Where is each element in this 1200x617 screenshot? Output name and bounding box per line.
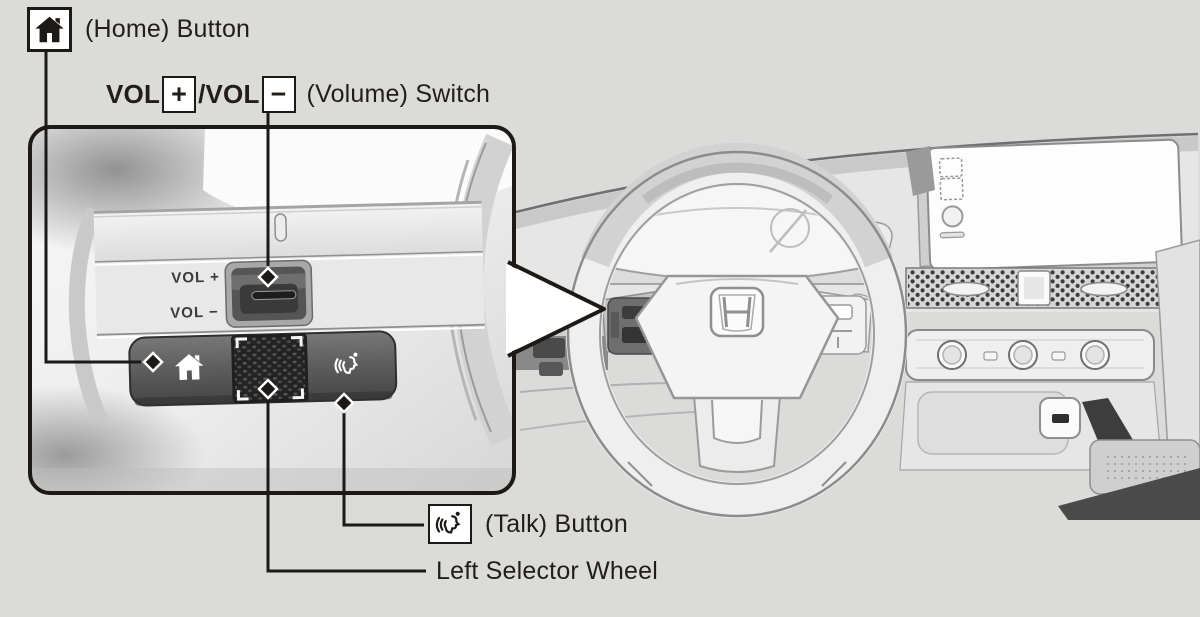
volume-label: VOL + /VOL − (Volume) Switch — [106, 74, 490, 114]
diamond-selector — [257, 378, 279, 400]
left-selector-wheel — [231, 333, 309, 404]
screen-knob — [941, 205, 964, 228]
callout-diamonds — [142, 266, 355, 414]
volume-label-text: (Volume) Switch — [306, 79, 491, 108]
selector-label: Left Selector Wheel — [436, 557, 658, 586]
infotainment-screen — [915, 138, 1183, 283]
home-label-text: (Home) Button — [85, 15, 251, 43]
callout-line-talk — [342, 412, 424, 527]
volume-plus-key: + — [162, 75, 197, 113]
volume-minus-key: − — [261, 75, 296, 113]
pointer-wedge — [506, 264, 604, 354]
volume-label-vol2: /VOL — [198, 78, 260, 109]
vent-slat — [1080, 281, 1128, 297]
callout-line-selector — [266, 398, 426, 573]
volume-rocker — [224, 259, 314, 328]
diamond-talk — [333, 392, 355, 414]
callouts — [44, 52, 426, 573]
talk-icon — [428, 504, 472, 544]
usb-port — [1039, 397, 1081, 439]
door-panel — [1155, 239, 1200, 473]
diamond-volume — [257, 266, 279, 288]
selector-label-text: Left Selector Wheel — [436, 557, 658, 585]
air-vent — [905, 146, 1199, 309]
climate-knob — [937, 340, 967, 370]
honda-logo — [709, 286, 765, 338]
vent-slat — [942, 281, 990, 297]
dashboard-illustration — [515, 132, 1200, 520]
volume-label-vol1: VOL — [106, 78, 161, 109]
talk-label: (Talk) Button — [428, 504, 628, 544]
control-bar — [128, 330, 398, 407]
callout-line-home — [44, 52, 141, 364]
talk-label-text: (Talk) Button — [485, 509, 628, 538]
panel-slot — [274, 213, 288, 242]
vol-minus-label: VOL − — [170, 304, 219, 322]
home-icon — [27, 7, 72, 52]
steering-wheel — [566, 142, 908, 518]
climate-controls — [905, 329, 1155, 381]
inset-panel: VOL + VOL − — [28, 125, 606, 495]
climate-knob — [1080, 340, 1110, 370]
home-label: (Home) Button — [27, 7, 250, 52]
vol-plus-label: VOL + — [171, 269, 220, 287]
climate-knob — [1008, 340, 1038, 370]
center-console — [899, 381, 1200, 520]
diamond-home — [142, 351, 164, 373]
